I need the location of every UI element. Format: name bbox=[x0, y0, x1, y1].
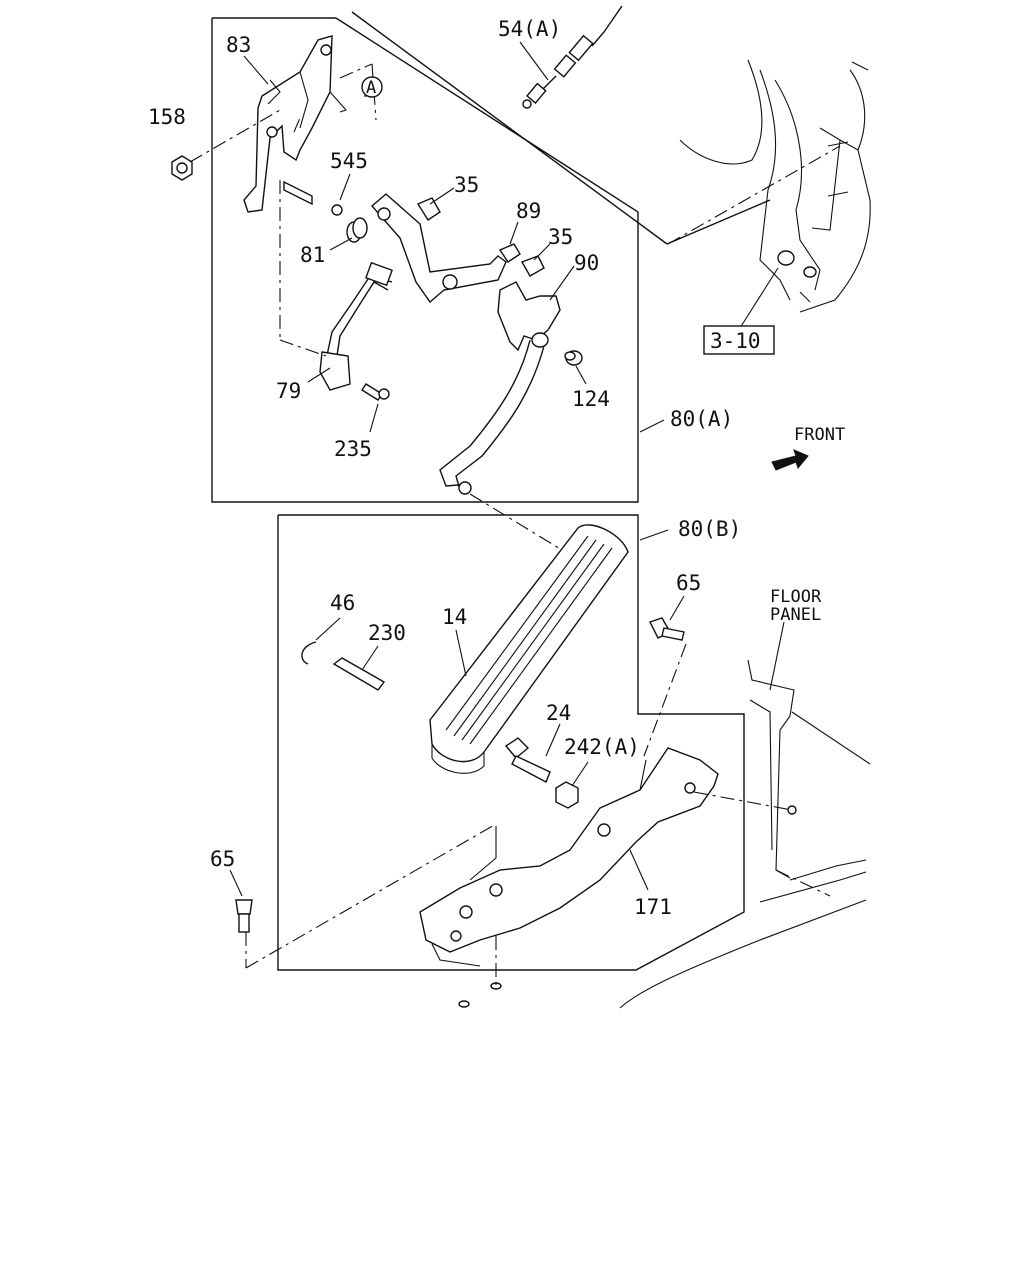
nut-242a bbox=[555, 781, 579, 809]
screw-235 bbox=[361, 383, 390, 401]
callout-90: 90 bbox=[574, 251, 599, 275]
throttle-cable bbox=[522, 5, 623, 109]
pedal-pad bbox=[429, 524, 629, 774]
callout-24: 24 bbox=[546, 701, 571, 725]
leader-lines bbox=[229, 41, 785, 897]
ref-circle-a: A bbox=[361, 76, 383, 98]
callout-65-lower: 65 bbox=[210, 847, 235, 871]
callout-545: 545 bbox=[330, 149, 368, 173]
ref-box-3-10: 3-10 bbox=[703, 325, 775, 355]
frame-perspective-lines bbox=[335, 11, 771, 245]
callout-158: 158 bbox=[148, 105, 186, 129]
callout-labels: 83 158 54(A) A 545 35 89 81 35 90 79 124… bbox=[148, 17, 845, 919]
clip-46 bbox=[301, 641, 317, 665]
pedal-base-bracket bbox=[419, 747, 719, 967]
bolt-65-upper bbox=[649, 617, 685, 641]
callout-54a: 54(A) bbox=[498, 17, 561, 41]
front-arrow-icon bbox=[771, 449, 809, 471]
nut-158 bbox=[171, 155, 193, 181]
pedal-bracket bbox=[243, 35, 347, 213]
callout-35-upper: 35 bbox=[454, 173, 479, 197]
group-frame-80a bbox=[211, 17, 639, 503]
callout-80b: 80(B) bbox=[678, 517, 741, 541]
clip-89 bbox=[498, 243, 521, 263]
callout-235: 235 bbox=[334, 437, 372, 461]
callout-124: 124 bbox=[572, 387, 610, 411]
callout-35-lower: 35 bbox=[548, 225, 573, 249]
clip-35-upper bbox=[416, 197, 441, 221]
callout-80a: 80(A) bbox=[670, 407, 733, 431]
clip-35-lower bbox=[520, 255, 545, 277]
pedal-lever-plate bbox=[371, 193, 507, 304]
pin-230 bbox=[332, 657, 386, 691]
callout-83: 83 bbox=[226, 33, 251, 57]
callout-171: 171 bbox=[634, 895, 672, 919]
callout-242a: 242(A) bbox=[564, 735, 640, 759]
callout-3-10: 3-10 bbox=[710, 329, 761, 353]
alignment-lines bbox=[189, 63, 841, 986]
return-spring bbox=[346, 217, 368, 243]
callout-14: 14 bbox=[442, 605, 467, 629]
pedal-sensor bbox=[319, 261, 393, 391]
bolt-65-lower bbox=[235, 899, 253, 933]
group-frame-80b bbox=[277, 514, 745, 971]
bolt-24 bbox=[504, 737, 551, 783]
callout-65-upper: 65 bbox=[676, 571, 701, 595]
bushing-124 bbox=[564, 350, 583, 366]
callout-89: 89 bbox=[516, 199, 541, 223]
callout-46: 46 bbox=[330, 591, 355, 615]
front-label: FRONT bbox=[794, 425, 845, 445]
floor-panel bbox=[458, 659, 871, 1009]
callout-230: 230 bbox=[368, 621, 406, 645]
callout-79: 79 bbox=[276, 379, 301, 403]
floor-panel-label-line2: PANEL bbox=[770, 605, 821, 625]
ref-a-text: A bbox=[366, 78, 376, 98]
vehicle-body-section bbox=[679, 59, 871, 313]
pedal-arm bbox=[439, 281, 561, 495]
pivot-shaft bbox=[283, 180, 343, 216]
floor-panel-label-line1: FLOOR bbox=[770, 587, 822, 607]
callout-81: 81 bbox=[300, 243, 325, 267]
